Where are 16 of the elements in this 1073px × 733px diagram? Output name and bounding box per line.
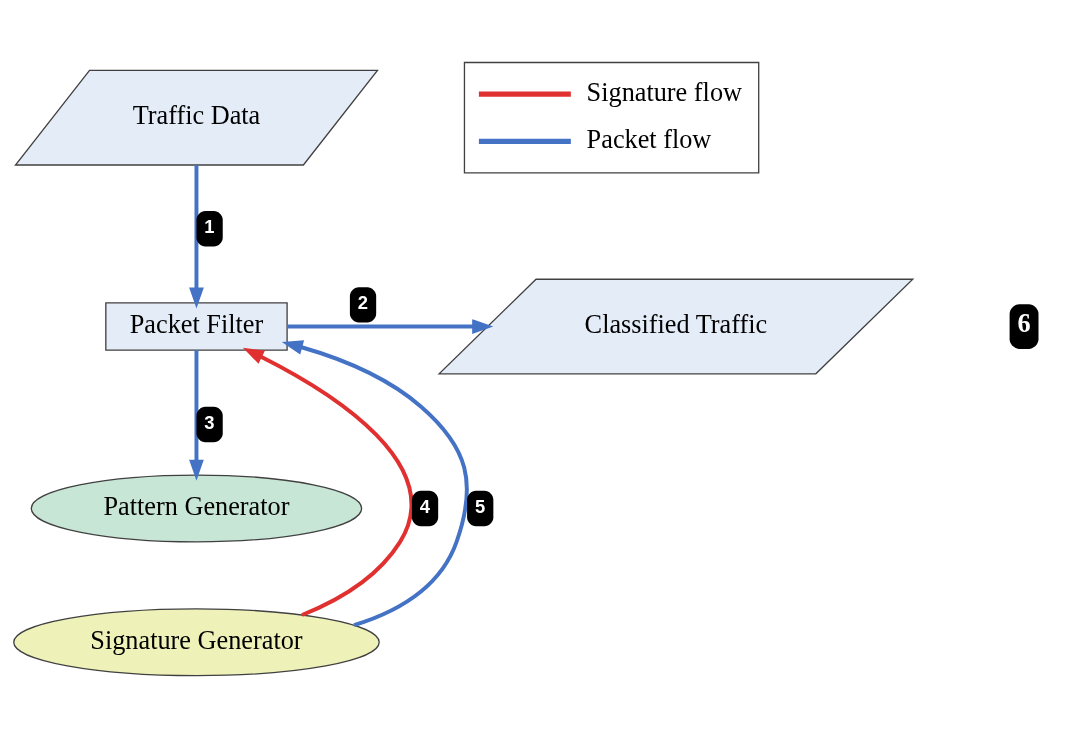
node-ellipse: Pattern Generator bbox=[30, 474, 363, 543]
edge-label: 5 bbox=[474, 495, 486, 517]
arrow bbox=[242, 347, 414, 617]
arrow bbox=[189, 350, 204, 481]
edge-label: 1 bbox=[204, 215, 215, 237]
arrow bbox=[287, 319, 494, 334]
arrow bbox=[281, 340, 469, 627]
edge-label: 4 bbox=[419, 495, 431, 517]
node-box: Packet Filter bbox=[105, 302, 288, 351]
arrow bbox=[189, 165, 204, 309]
edge-label: 3 bbox=[204, 411, 215, 433]
label: 6 bbox=[1017, 308, 1031, 338]
legend-label: Signature flow bbox=[586, 77, 743, 107]
legend-label: Packet flow bbox=[586, 124, 712, 154]
node-ellipse: Signature Generator bbox=[13, 608, 380, 677]
edge-label: 2 bbox=[357, 292, 369, 314]
